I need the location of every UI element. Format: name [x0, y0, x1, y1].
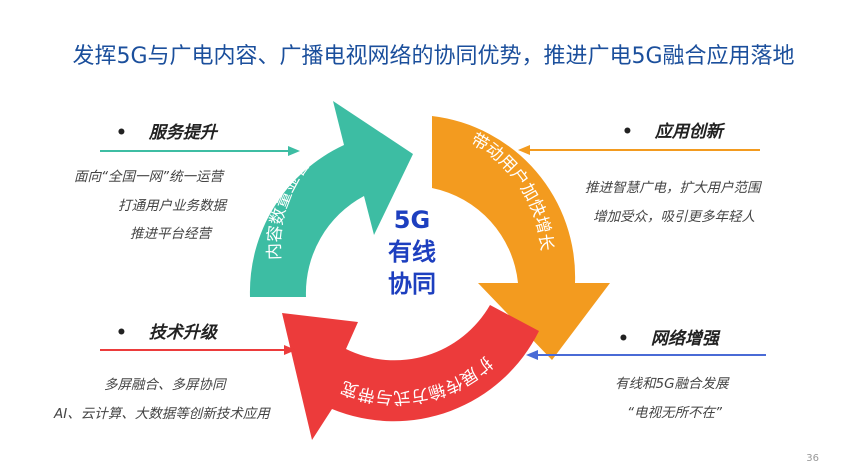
center-line-synergy: 协同 [388, 270, 436, 298]
network-title: 网络增强 [650, 329, 719, 349]
center-label: 5G 有线 协同 [362, 204, 462, 300]
network-heading: • 网络增强 [618, 324, 719, 349]
application-heading: • 应用创新 [622, 117, 723, 142]
center-line-cable: 有线 [388, 238, 436, 266]
technology-item: AI、云计算、大数据等创新技术应用 [54, 406, 270, 422]
network-bullet: • [618, 329, 629, 349]
technology-connector-line [100, 349, 286, 351]
service-item: 推进平台经营 [130, 226, 211, 242]
red-cycle-arrow [282, 305, 539, 440]
page-number: 36 [806, 453, 819, 464]
service-bullet: • [116, 123, 127, 143]
center-line-5g: 5G [393, 206, 431, 234]
application-item: 增加受众，吸引更多年轻人 [593, 209, 755, 225]
service-heading: • 服务提升 [116, 118, 217, 143]
orange-cycle-arrow [432, 116, 610, 360]
page-title: 发挥5G与广电内容、广播电视网络的协同优势，推进广电5G融合应用落地 [72, 44, 795, 69]
application-connector-line [528, 149, 760, 151]
technology-connector-arrowhead [284, 345, 296, 355]
application-title: 应用创新 [654, 122, 723, 142]
technology-title: 技术升级 [148, 323, 217, 343]
network-connector-arrowhead [526, 350, 538, 360]
application-bullet: • [622, 122, 633, 142]
network-item: 有线和5G融合发展 [615, 376, 729, 392]
service-title: 服务提升 [148, 123, 217, 143]
service-connector-arrowhead [288, 146, 300, 156]
service-item: 面向“全国一网”统一运营 [74, 169, 223, 185]
technology-item: 多屏融合、多屏协同 [104, 377, 226, 393]
service-connector-line [100, 150, 290, 152]
technology-bullet: • [116, 323, 127, 343]
service-item: 打通用户业务数据 [118, 198, 226, 214]
application-connector-arrowhead [518, 145, 530, 155]
application-item: 推进智慧广电，扩大用户范围 [585, 180, 761, 196]
network-connector-line [536, 354, 766, 356]
teal-cycle-arrow [249, 101, 413, 297]
technology-heading: • 技术升级 [116, 318, 217, 343]
network-item: “电视无所不在” [627, 405, 722, 421]
